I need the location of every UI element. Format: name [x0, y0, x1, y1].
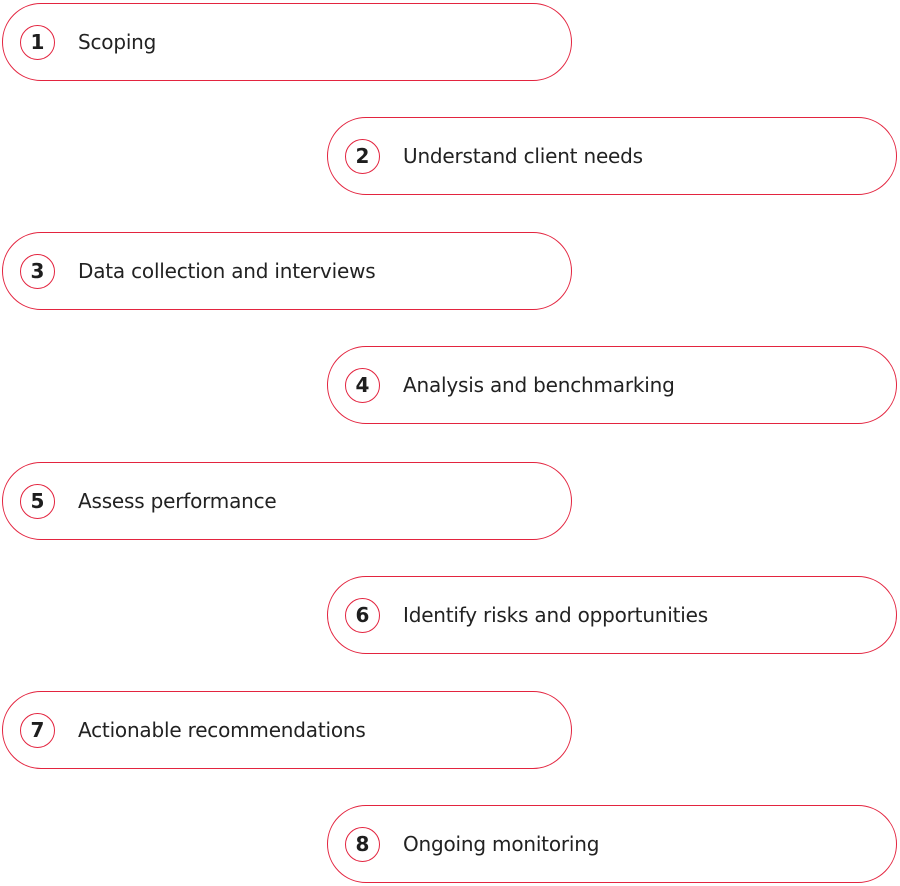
- step-label: Ongoing monitoring: [403, 832, 600, 856]
- step-number-badge: 5: [20, 483, 55, 519]
- step-number-badge: 4: [345, 367, 380, 403]
- step-label: Identify risks and opportunities: [403, 603, 708, 627]
- step-label: Analysis and benchmarking: [403, 373, 675, 397]
- step-2: 2 Understand client needs: [327, 117, 897, 195]
- step-label: Actionable recommendations: [78, 718, 366, 742]
- step-label: Understand client needs: [403, 144, 643, 168]
- step-number-badge: 1: [20, 24, 55, 60]
- step-3: 3 Data collection and interviews: [2, 232, 572, 310]
- step-number-badge: 7: [20, 712, 55, 748]
- step-number-badge: 8: [345, 826, 380, 862]
- step-6: 6 Identify risks and opportunities: [327, 576, 897, 654]
- step-7: 7 Actionable recommendations: [2, 691, 572, 769]
- step-5: 5 Assess performance: [2, 462, 572, 540]
- step-label: Scoping: [78, 30, 157, 54]
- step-number-badge: 3: [20, 253, 55, 289]
- step-4: 4 Analysis and benchmarking: [327, 346, 897, 424]
- step-label: Assess performance: [78, 489, 277, 513]
- step-label: Data collection and interviews: [78, 259, 376, 283]
- step-number-badge: 2: [345, 138, 380, 174]
- step-8: 8 Ongoing monitoring: [327, 805, 897, 883]
- step-number-badge: 6: [345, 597, 380, 633]
- step-1: 1 Scoping: [2, 3, 572, 81]
